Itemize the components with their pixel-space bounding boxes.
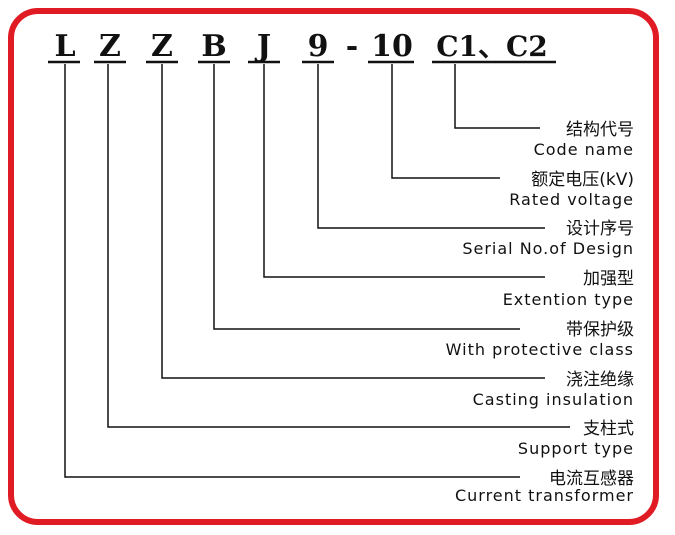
code-letter-L: L xyxy=(54,29,75,64)
label-cn-code-name: 结构代号 xyxy=(566,120,634,140)
label-en-code-name: Code name xyxy=(534,140,634,159)
code-letter-B: B xyxy=(201,29,226,64)
label-cn-protective-class: 带保护级 xyxy=(566,320,634,340)
code-digit-10: 10 xyxy=(371,29,413,64)
label-cn-current-transformer: 电流互感器 xyxy=(549,469,634,489)
diagram-frame xyxy=(8,8,659,525)
label-en-current-transformer: Current transformer xyxy=(455,486,634,505)
label-cn-extention-type: 加强型 xyxy=(583,269,634,289)
code-letter-Z1: Z xyxy=(99,29,121,64)
label-cn-serial-design: 设计序号 xyxy=(566,219,634,239)
code-separator: - xyxy=(346,29,358,64)
code-digit-9: 9 xyxy=(308,29,329,64)
leader-serial-design xyxy=(317,64,545,229)
leader-support-type xyxy=(107,64,570,428)
code-letter-J: J xyxy=(254,29,271,64)
leader-current-transformer xyxy=(64,64,520,478)
label-en-protective-class: With protective class xyxy=(446,340,634,359)
code-letter-C1C2: C1、C2 xyxy=(436,30,548,63)
label-en-support-type: Support type xyxy=(518,439,634,458)
leader-code-name xyxy=(454,64,540,129)
leader-casting-insulation xyxy=(161,64,545,379)
label-en-extention-type: Extention type xyxy=(503,290,634,309)
label-cn-support-type: 支柱式 xyxy=(583,419,634,439)
label-cn-rated-voltage: 额定电压(kV) xyxy=(531,170,634,190)
leader-protective-class xyxy=(213,64,520,330)
code-letter-Z2: Z xyxy=(151,29,173,64)
leader-extention-type xyxy=(263,64,545,278)
label-en-serial-design: Serial No.of Design xyxy=(462,239,634,258)
label-en-casting-insulation: Casting insulation xyxy=(473,390,634,409)
label-en-rated-voltage: Rated voltage xyxy=(509,190,634,209)
leader-rated-voltage xyxy=(391,64,500,179)
label-cn-casting-insulation: 浇注绝缘 xyxy=(566,370,634,390)
